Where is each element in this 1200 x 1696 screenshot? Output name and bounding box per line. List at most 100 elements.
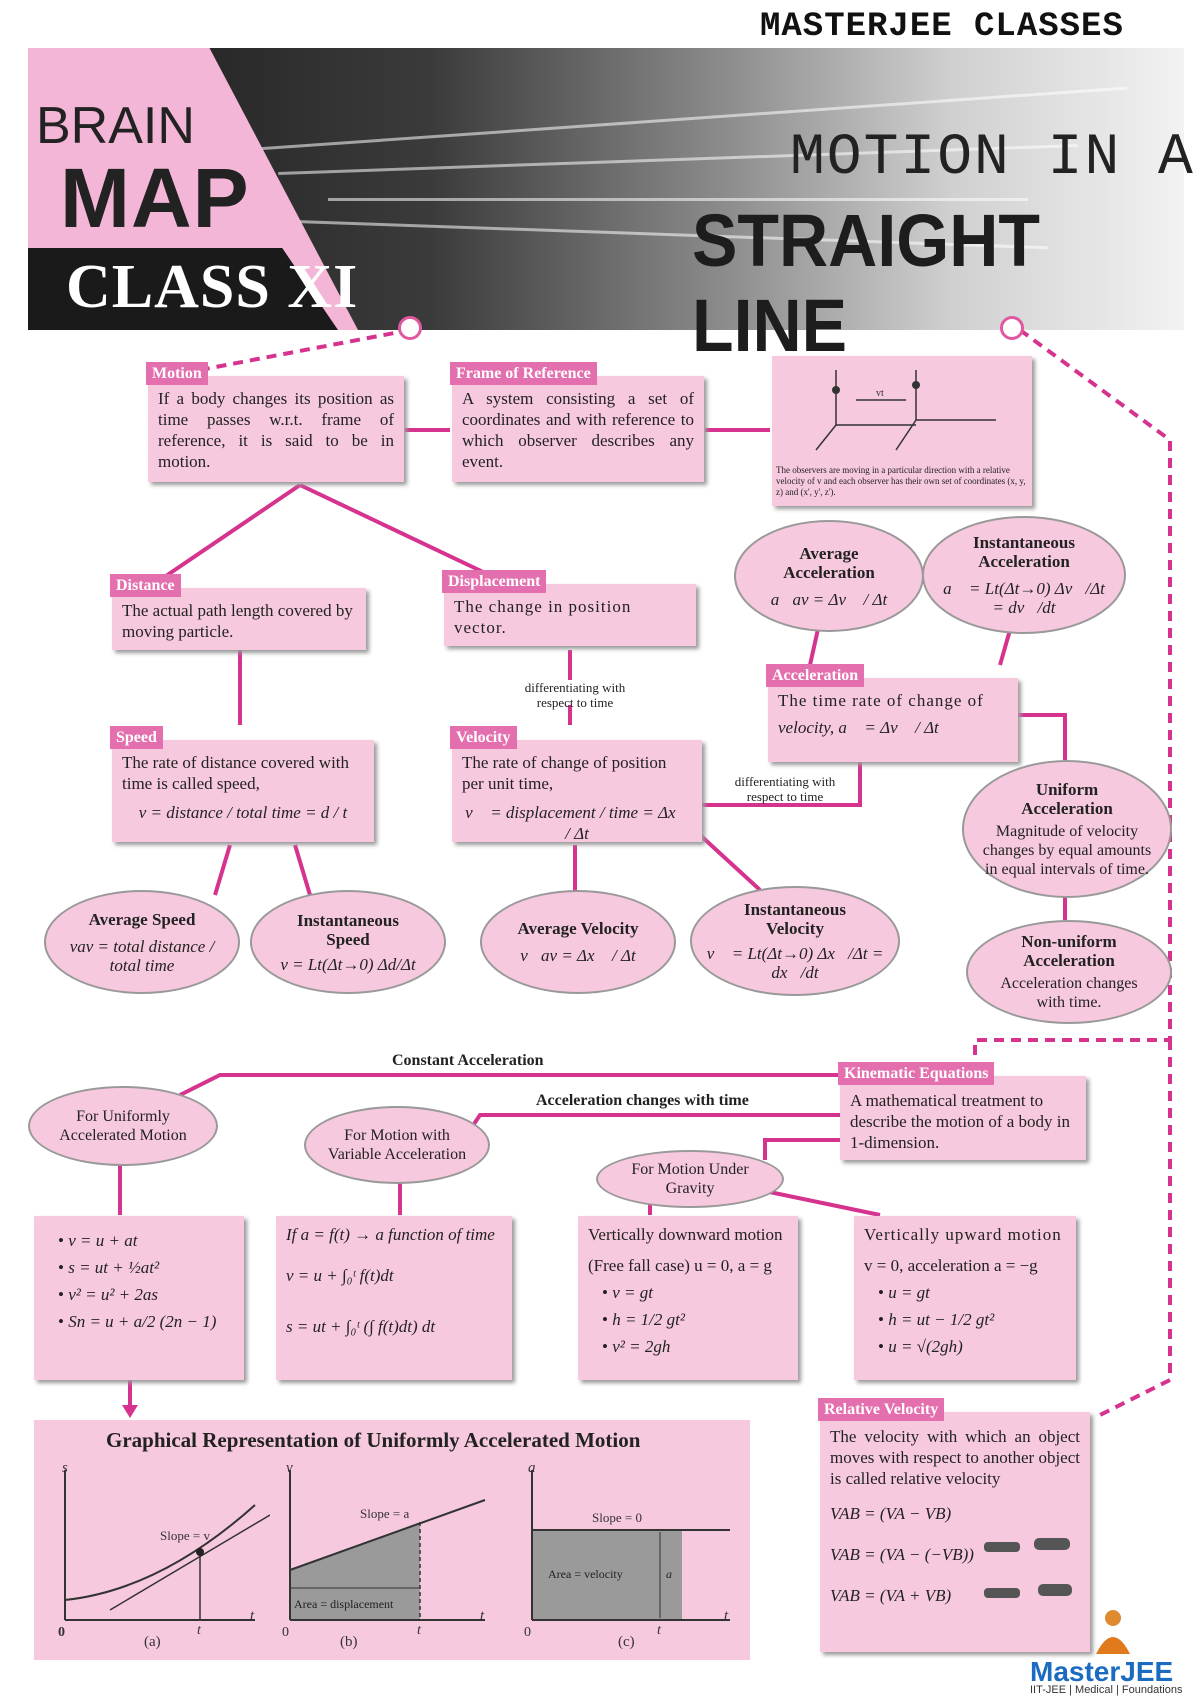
graph-a-yaxis: s bbox=[62, 1460, 68, 1476]
graph-b-yaxis: v bbox=[286, 1460, 293, 1476]
frame-text: A system consisting a set of coordinates… bbox=[462, 389, 694, 471]
upward-equation: u = gt bbox=[878, 1282, 1066, 1303]
frame-tag: Frame of Reference bbox=[450, 362, 597, 385]
speed-box: Speed The rate of distance covered with … bbox=[110, 726, 374, 842]
avg-vel-ellipse: Average Velocity v⃗av = Δx⃗ / Δt bbox=[480, 890, 676, 994]
uam-equations-box: v = u + at s = ut + ½at² v² = u² + 2as Sn =… bbox=[34, 1216, 244, 1380]
graph-c-xaxis: t bbox=[724, 1608, 729, 1624]
graph-b: v t Slope = a Area = displacement 0 t (b… bbox=[282, 1460, 486, 1650]
connector-node-right bbox=[1000, 316, 1024, 340]
velocity-formula: v⃗ = displacement / time = Δx⃗ / Δt bbox=[465, 803, 689, 843]
graph-a-xaxis: t bbox=[250, 1608, 255, 1624]
inst-speed-title: Instantaneous Speed bbox=[296, 910, 400, 949]
velocity-box: Velocity The rate of change of position … bbox=[450, 726, 702, 843]
upward-equation: u = √(2gh) bbox=[878, 1336, 1066, 1357]
nonuniform-acc-text: Acceleration changes with time. bbox=[1000, 975, 1138, 1011]
uniform-acc-ellipse: Uniform Acceleration Magnitude of veloci… bbox=[962, 760, 1172, 898]
avg-speed-ellipse: Average Speed vav = total distance / tot… bbox=[44, 890, 240, 994]
acceleration-text: The time rate of change of bbox=[778, 691, 984, 710]
graph-c-slope: Slope = 0 bbox=[592, 1510, 642, 1525]
svg-text:vt: vt bbox=[876, 388, 884, 399]
avg-speed-title: Average Speed bbox=[88, 909, 196, 929]
label-constant-acceleration: Constant Acceleration bbox=[392, 1052, 544, 1069]
upward-title: Vertically upward motion bbox=[864, 1225, 1062, 1244]
uniform-motion-label: For Uniformly Accelerated Motion bbox=[59, 1108, 187, 1144]
uam-equation: s = ut + ½at² bbox=[58, 1257, 234, 1278]
motion-box: Motion If a body changes its position as… bbox=[146, 362, 404, 482]
banner-map: MAP bbox=[60, 151, 250, 245]
avg-speed-formula: vav = total distance / total time bbox=[69, 936, 215, 975]
graph-b-tick: t bbox=[417, 1623, 422, 1638]
inst-vel-title: Instantaneous Velocity bbox=[743, 900, 847, 938]
connector-node-left bbox=[398, 316, 422, 340]
uam-equation-list: v = u + at s = ut + ½at² v² = u² + 2as Sn =… bbox=[44, 1230, 234, 1332]
car-icons bbox=[984, 1538, 1072, 1598]
diff-label-1: differentiating with respect to time bbox=[524, 680, 626, 710]
relative-velocity-box: Relative Velocity The velocity with whic… bbox=[818, 1398, 1090, 1652]
inst-speed-formula: v = Lt(Δt→0) Δd/Δt bbox=[280, 954, 416, 974]
downward-equation: v² = 2gh bbox=[602, 1336, 788, 1357]
diff-label-2: differentiating with respect to time bbox=[734, 774, 836, 804]
velocity-tag: Velocity bbox=[450, 726, 517, 749]
inst-acc-formula: a⃗ = Lt(Δt→0) Δv⃗/Δt = dv⃗/dt bbox=[943, 579, 1105, 617]
variable-intro: If a = f(t) → a function of time bbox=[286, 1225, 495, 1244]
nonuniform-acc-title: Non-uniform Acceleration bbox=[1021, 932, 1117, 970]
relative-eq3: VAB = (VA + VB) bbox=[830, 1586, 952, 1605]
variable-eq1: v = u + ∫₀ᵗ f(t)dt bbox=[286, 1266, 394, 1285]
upward-box: Vertically upward motion v = 0, accelera… bbox=[854, 1216, 1076, 1380]
graph-c-caption: (c) bbox=[618, 1634, 635, 1650]
uam-equation: Sn = u + a/2 (2n − 1) bbox=[58, 1311, 234, 1332]
graph-a-origin: 0 bbox=[58, 1625, 65, 1640]
speed-tag: Speed bbox=[110, 726, 163, 749]
graph-a-caption: (a) bbox=[144, 1634, 161, 1650]
frame-figure-caption: The observers are moving in a particular… bbox=[776, 465, 1026, 497]
masterjee-logo: MasterJEE bbox=[1030, 1656, 1174, 1687]
distance-box: Distance The actual path length covered … bbox=[110, 574, 366, 650]
graph-b-slope: Slope = a bbox=[360, 1506, 409, 1521]
acceleration-formula: velocity, a⃗ = Δv⃗ / Δt bbox=[778, 718, 939, 737]
graph-c-area: Area = velocity bbox=[548, 1567, 623, 1581]
graphs-title: Graphical Representation of Uniformly Ac… bbox=[106, 1428, 641, 1452]
nonuniform-acc-ellipse: Non-uniform Acceleration Acceleration ch… bbox=[966, 920, 1172, 1024]
inst-vel-ellipse: Instantaneous Velocity v⃗ = Lt(Δt→0) Δx⃗… bbox=[690, 886, 900, 996]
avg-vel-formula: v⃗av = Δx⃗ / Δt bbox=[520, 946, 636, 965]
graph-b-area: Area = displacement bbox=[294, 1597, 394, 1611]
gravity-motion-ellipse: For Motion Under Gravity bbox=[596, 1150, 784, 1208]
uam-equation: v = u + at bbox=[58, 1230, 234, 1251]
graph-b-caption: (b) bbox=[340, 1634, 358, 1650]
graph-c-tick: t bbox=[657, 1623, 662, 1638]
uam-equation: v² = u² + 2as bbox=[58, 1284, 234, 1305]
banner-class: CLASS XI bbox=[66, 253, 359, 321]
relative-eq1: VAB = (VA − VB) bbox=[830, 1504, 952, 1523]
kinematic-box: Kinematic Equations A mathematical treat… bbox=[838, 1062, 1086, 1160]
frame-figure-box: vt The observers are moving in a particu… bbox=[772, 356, 1032, 506]
uniform-motion-ellipse: For Uniformly Accelerated Motion bbox=[28, 1086, 218, 1166]
kinematic-text: A mathematical treatment to describe the… bbox=[850, 1091, 1071, 1152]
displacement-text: The change in position vector. bbox=[454, 597, 632, 637]
graph-a: s t Slope = v 0 t (a) bbox=[58, 1460, 270, 1650]
motion-text: If a body changes its position as time p… bbox=[158, 389, 394, 471]
inst-speed-ellipse: Instantaneous Speed v = Lt(Δt→0) Δd/Δt bbox=[250, 890, 446, 994]
speed-text: The rate of distance covered with time i… bbox=[122, 753, 350, 793]
uniform-acc-title: Uniform Acceleration bbox=[1021, 779, 1113, 818]
frame-figure: vt bbox=[815, 370, 996, 451]
upward-sub: v = 0, acceleration a = −g bbox=[864, 1256, 1038, 1275]
graph-c-origin: 0 bbox=[524, 1625, 531, 1640]
displacement-box: Displacement The change in position vect… bbox=[442, 570, 696, 646]
graph-b-xaxis: t bbox=[480, 1608, 485, 1624]
gravity-motion-label: For Motion Under Gravity bbox=[631, 1161, 749, 1197]
variable-motion-label: For Motion with Variable Acceleration bbox=[327, 1127, 467, 1163]
graph-b-origin: 0 bbox=[282, 1625, 289, 1640]
avg-vel-title: Average Velocity bbox=[517, 919, 639, 938]
downward-equation-list: v = gth = 1/2 gt²v² = 2gh bbox=[588, 1282, 788, 1357]
velocity-text: The rate of change of position per unit … bbox=[462, 753, 667, 793]
acceleration-tag: Acceleration bbox=[766, 664, 865, 687]
kinematic-tag: Kinematic Equations bbox=[838, 1062, 995, 1085]
relative-velocity-text: The velocity with which an object moves … bbox=[830, 1427, 1080, 1488]
distance-text: The actual path length covered by moving… bbox=[122, 601, 353, 641]
masterjee-logo-tagline: IIT-JEE | Medical | Foundations bbox=[1030, 1684, 1183, 1696]
avg-acc-formula: a⃗av = Δv⃗ / Δt bbox=[770, 589, 888, 609]
frame-box: Frame of Reference A system consisting a… bbox=[450, 362, 704, 482]
graph-c-yaxis: a bbox=[528, 1460, 536, 1476]
